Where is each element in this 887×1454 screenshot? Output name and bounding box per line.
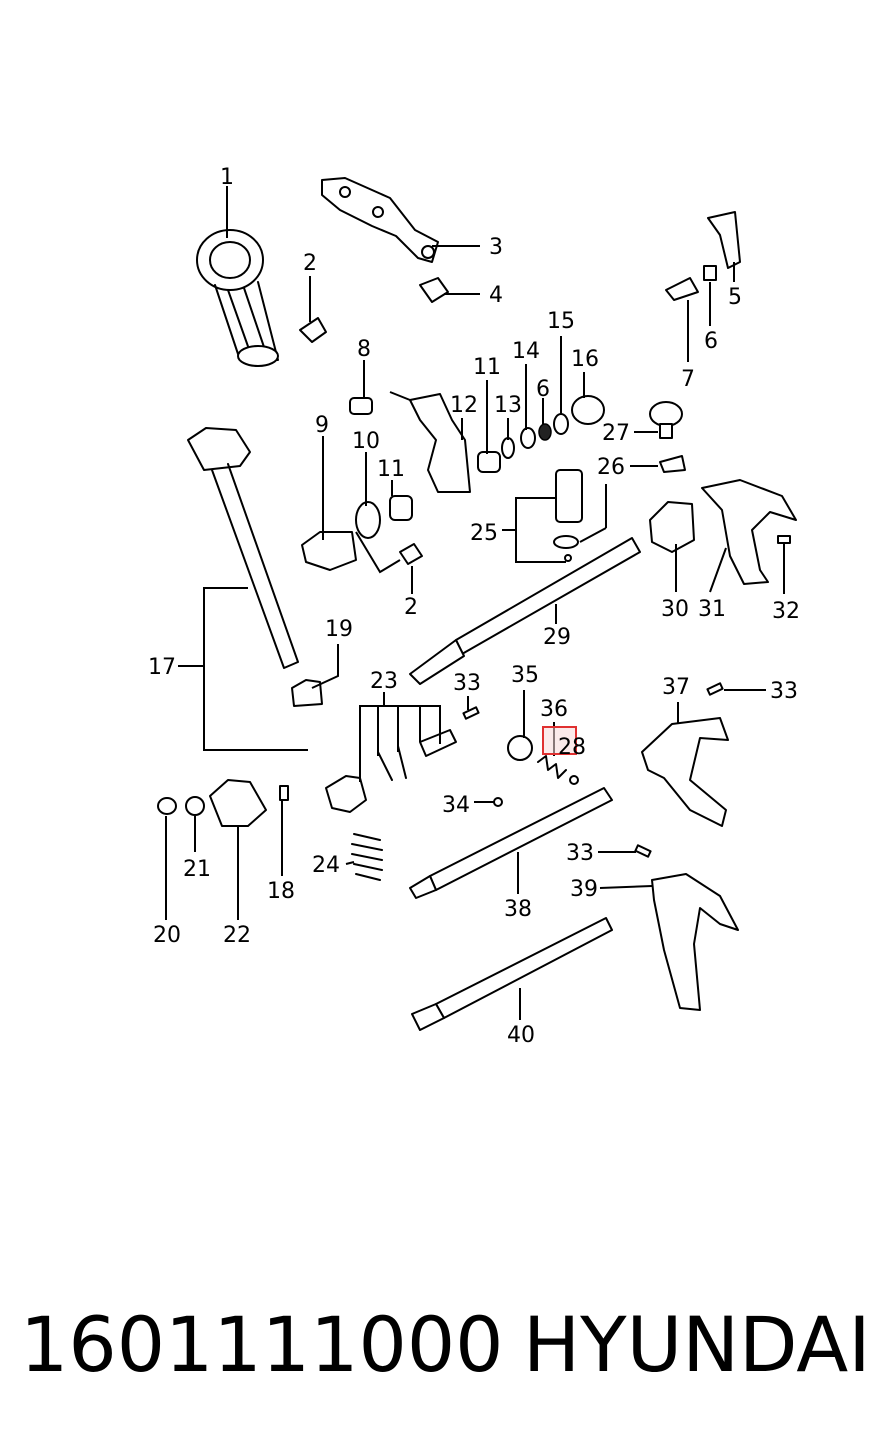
part-bracket-arm xyxy=(321,177,439,263)
part-roller xyxy=(507,735,533,761)
callout-1: 1 xyxy=(220,165,234,190)
callout-30: 30 xyxy=(661,597,689,622)
part-block xyxy=(301,531,357,571)
brand-name: HYUNDAI xyxy=(523,1300,871,1389)
part-cap xyxy=(571,395,605,425)
callout-25: 25 xyxy=(470,521,498,546)
part-nut-2 xyxy=(157,797,177,815)
highlight-box xyxy=(542,726,577,755)
callout-39: 39 xyxy=(570,877,598,902)
part-pin-5 xyxy=(634,844,652,858)
callout-2b: 2 xyxy=(404,595,418,620)
callout-6: 6 xyxy=(704,329,718,354)
part-sleeve-2 xyxy=(477,451,501,473)
part-ring-2 xyxy=(553,413,569,435)
part-bushing-2 xyxy=(291,679,323,707)
callout-11: 11 xyxy=(473,355,501,380)
part-sleeve xyxy=(389,495,413,521)
callout-13: 13 xyxy=(494,393,522,418)
part-washer-3 xyxy=(520,427,536,449)
callout-33a: 33 xyxy=(453,671,481,696)
callout-37: 37 xyxy=(662,675,690,700)
part-clip-2 xyxy=(399,543,423,565)
callout-10: 10 xyxy=(352,429,380,454)
callout-28: 28 xyxy=(558,735,586,760)
part-clip xyxy=(299,317,327,343)
callout-27: 27 xyxy=(602,421,630,446)
part-pin-4 xyxy=(706,682,724,696)
part-rail-3 xyxy=(435,917,613,1019)
callout-3: 3 xyxy=(489,235,503,260)
callout-7: 7 xyxy=(681,367,695,392)
callout-26: 26 xyxy=(597,455,625,480)
callout-32: 32 xyxy=(772,599,800,624)
callout-16: 16 xyxy=(571,347,599,372)
part-rail-3-end xyxy=(411,1003,445,1031)
callout-33b: 33 xyxy=(770,679,798,704)
callout-40: 40 xyxy=(507,1023,535,1048)
part-bolt xyxy=(665,277,699,301)
callout-34: 34 xyxy=(442,793,470,818)
part-spring-2 xyxy=(351,833,383,881)
part-pin-3 xyxy=(462,706,480,720)
part-number: 1601111000 xyxy=(20,1300,504,1389)
part-washer xyxy=(703,265,717,281)
callout-31: 31 xyxy=(698,597,726,622)
callout-6b: 6 xyxy=(536,377,550,402)
part-lever-small xyxy=(707,211,741,269)
callout-14: 14 xyxy=(512,339,540,364)
callout-38: 38 xyxy=(504,897,532,922)
part-lever xyxy=(409,393,471,493)
part-rail xyxy=(409,537,641,685)
footer-caption: 1601111000 HYUNDAI xyxy=(20,1300,880,1400)
callout-4: 4 xyxy=(489,283,503,308)
exploded-parts-diagram: 1 2 3 4 5 6 7 8 9 10 11 12 13 14 6 15 16… xyxy=(148,165,800,1048)
callout-11b: 11 xyxy=(377,457,405,482)
part-pin-6 xyxy=(279,785,289,801)
part-nut xyxy=(538,423,552,441)
part-bushing xyxy=(349,397,373,415)
part-ball xyxy=(569,775,579,785)
callout-20: 20 xyxy=(153,923,181,948)
part-fork-2 xyxy=(641,717,729,827)
part-pin-2 xyxy=(777,535,791,544)
callout-36: 36 xyxy=(540,697,568,722)
part-washer-2 xyxy=(501,437,515,459)
part-housing xyxy=(649,501,695,553)
part-ring xyxy=(355,501,381,539)
callout-18: 18 xyxy=(267,879,295,904)
callout-22: 22 xyxy=(223,923,251,948)
part-pin xyxy=(419,277,449,303)
callout-23: 23 xyxy=(370,669,398,694)
part-spring xyxy=(537,755,567,779)
part-plug xyxy=(659,455,686,473)
callout-15: 15 xyxy=(547,309,575,334)
part-fork-3 xyxy=(651,873,739,1011)
callout-17: 17 xyxy=(148,655,176,680)
callout-9: 9 xyxy=(315,413,329,438)
part-detent-set xyxy=(325,729,457,813)
part-washer-4 xyxy=(185,796,205,816)
callout-33c: 33 xyxy=(566,841,594,866)
callout-labels: 1 2 3 4 5 6 7 8 9 10 11 12 13 14 6 15 16… xyxy=(148,165,800,1048)
callout-8: 8 xyxy=(357,337,371,362)
part-shift-rod xyxy=(187,427,299,669)
part-bracket-2 xyxy=(209,779,267,827)
callout-2: 2 xyxy=(303,251,317,276)
part-ball-2 xyxy=(493,797,503,807)
callout-21: 21 xyxy=(183,857,211,882)
part-lever-housing xyxy=(196,229,279,367)
leader-lines xyxy=(165,186,785,1020)
part-switch xyxy=(553,469,583,562)
part-fork xyxy=(701,479,797,585)
callout-12: 12 xyxy=(450,393,478,418)
part-knob xyxy=(649,401,683,439)
part-rail-2-end xyxy=(409,875,437,899)
callout-35: 35 xyxy=(511,663,539,688)
callout-5: 5 xyxy=(728,285,742,310)
callout-19: 19 xyxy=(325,617,353,642)
callout-29: 29 xyxy=(543,625,571,650)
callout-24: 24 xyxy=(312,853,340,878)
